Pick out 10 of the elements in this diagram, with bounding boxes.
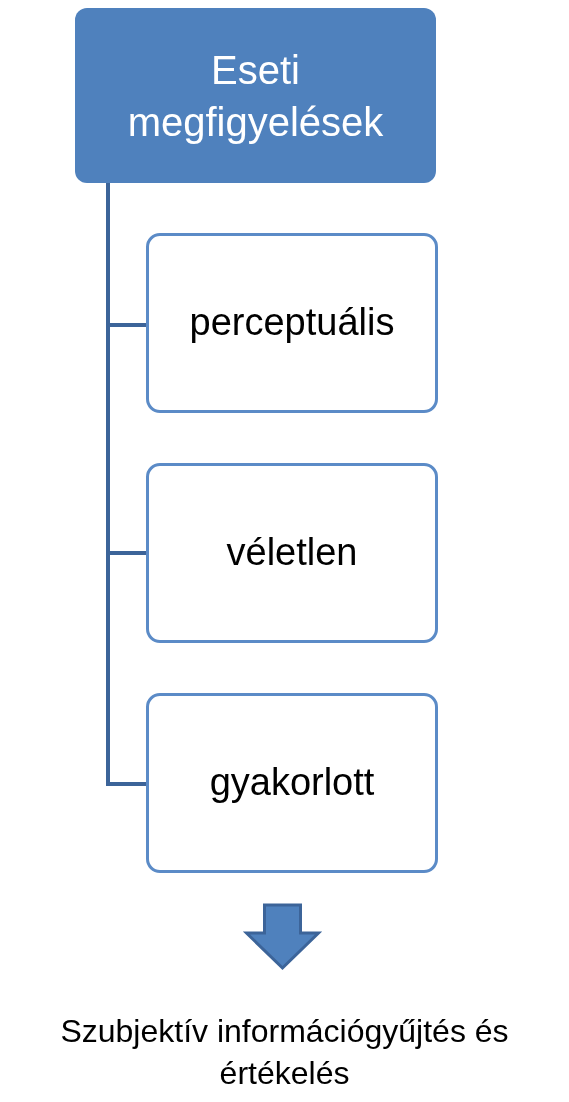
category-box (146, 693, 438, 873)
node-label: Eseti megfigyelések (126, 46, 385, 146)
node-label: gyakorlott (208, 760, 376, 806)
node-label: perceptuális (188, 300, 396, 346)
category-box (146, 233, 438, 413)
node-label: véletlen (225, 530, 359, 576)
title-box (75, 8, 436, 183)
category-box (146, 463, 438, 643)
block-arrow (242, 903, 323, 971)
conclusion-text: Szubjektív információgyűjtés és értékelés (59, 1011, 510, 1093)
